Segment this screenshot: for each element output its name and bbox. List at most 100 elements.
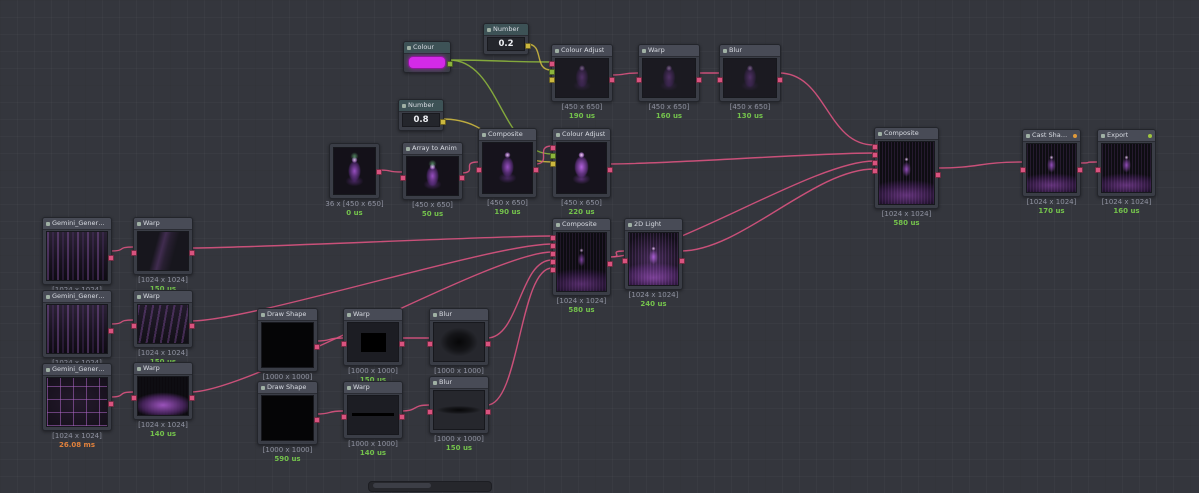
input-port[interactable] [427, 340, 433, 347]
wire-image[interactable] [315, 337, 344, 342]
node-warp-2[interactable]: Warp[1024 x 1024]150 us [131, 290, 195, 366]
node-composite-main[interactable]: Composite[1024 x 1024]580 us [872, 127, 941, 227]
node-colour[interactable]: Colour [403, 41, 453, 73]
wire-image[interactable] [534, 145, 553, 165]
node-gemini-image-3[interactable]: Gemini_Generated...[1024 x 1024]26.08 ms [42, 363, 114, 449]
node-blur-top[interactable]: Blur[450 x 650]130 us [717, 44, 783, 120]
node-header[interactable]: Array to Anim [403, 143, 462, 155]
wire-image[interactable] [680, 168, 875, 252]
input-port[interactable] [550, 235, 556, 241]
input-port[interactable] [1095, 166, 1101, 173]
input-port[interactable] [550, 153, 556, 159]
input-port[interactable] [1020, 166, 1026, 173]
output-port[interactable] [447, 60, 453, 67]
node-header[interactable]: Composite [479, 129, 536, 141]
input-port[interactable] [131, 394, 137, 401]
input-port[interactable] [341, 340, 347, 347]
node-header[interactable]: Colour Adjust [553, 129, 610, 141]
input-port[interactable] [550, 145, 556, 151]
wire-number[interactable] [526, 43, 552, 71]
number-value[interactable]: 0.8 [402, 113, 440, 127]
wire-image[interactable] [486, 259, 553, 339]
input-port[interactable] [549, 77, 555, 83]
input-port[interactable] [549, 69, 555, 75]
wire-image[interactable] [190, 235, 553, 249]
node-gemini-image-2[interactable]: Gemini_Generated...[1024 x 1024]22.93 ms [42, 290, 114, 376]
input-port[interactable] [400, 174, 406, 181]
wire-image[interactable] [190, 243, 553, 322]
node-blur-bottom[interactable]: Blur[1000 x 1000]150 us [427, 376, 491, 452]
horizontal-scrollbar[interactable] [368, 481, 492, 492]
node-header[interactable]: Colour Adjust [552, 45, 612, 57]
wire-image[interactable] [109, 246, 134, 252]
output-port[interactable] [485, 408, 491, 415]
node-header[interactable]: Warp [344, 309, 402, 321]
node-cast-shadow[interactable]: Cast Shadow[1024 x 1024]170 us [1020, 129, 1083, 215]
node-header[interactable]: Warp [344, 382, 402, 394]
node-header[interactable]: Cast Shadow [1023, 130, 1080, 142]
node-header[interactable]: Number [399, 100, 443, 112]
node-header[interactable]: Gemini_Generated... [43, 291, 111, 303]
input-port[interactable] [427, 408, 433, 415]
node-header[interactable]: Composite [875, 128, 938, 140]
output-port[interactable] [607, 260, 613, 267]
input-port[interactable] [550, 161, 556, 167]
output-port[interactable] [696, 76, 702, 83]
scrollbar-handle[interactable] [373, 483, 431, 488]
node-colour-adjust-1[interactable]: Colour Adjust[450 x 650]190 us [549, 44, 615, 120]
node-header[interactable]: Blur [430, 377, 488, 389]
node-warp-top[interactable]: Warp[450 x 650]160 us [636, 44, 702, 120]
output-port[interactable] [935, 171, 941, 178]
output-port[interactable] [189, 249, 195, 256]
input-port[interactable] [622, 257, 628, 264]
input-port[interactable] [131, 249, 137, 256]
node-header[interactable]: Colour [404, 42, 450, 54]
input-port[interactable] [550, 251, 556, 257]
node-header[interactable]: Warp [134, 291, 192, 303]
node-composite-center[interactable]: Composite[1024 x 1024]580 us [550, 218, 613, 314]
node-composite-small[interactable]: Composite[450 x 650]190 us [476, 128, 539, 216]
node-header[interactable]: Export [1098, 130, 1155, 142]
node-header[interactable]: Draw Shape [258, 382, 317, 394]
output-port[interactable] [189, 322, 195, 329]
input-port[interactable] [131, 322, 137, 329]
output-port[interactable] [314, 343, 320, 350]
node-header[interactable]: Gemini_Generated... [43, 364, 111, 376]
input-port[interactable] [636, 76, 642, 83]
wire-image[interactable] [936, 161, 1023, 169]
wire-image[interactable] [460, 161, 479, 174]
wire-image[interactable] [608, 152, 875, 165]
output-port[interactable] [399, 413, 405, 420]
number-value[interactable]: 0.2 [487, 37, 525, 51]
input-port[interactable] [872, 168, 878, 174]
output-port[interactable] [485, 340, 491, 347]
input-port[interactable] [717, 76, 723, 83]
node-light-2d[interactable]: 2D Light[1024 x 1024]240 us [622, 218, 685, 308]
node-gemini-image-1[interactable]: Gemini_Generated...[1024 x 1024]23.41 ms [42, 217, 114, 303]
wire-color[interactable] [448, 59, 552, 63]
input-port[interactable] [872, 144, 878, 150]
node-header[interactable]: Warp [639, 45, 699, 57]
node-header[interactable]: Draw Shape [258, 309, 317, 321]
color-swatch[interactable] [408, 56, 446, 69]
input-port[interactable] [872, 152, 878, 158]
node-header[interactable]: Number [484, 24, 528, 36]
wire-image[interactable] [486, 267, 553, 406]
output-port[interactable] [189, 394, 195, 401]
output-port[interactable] [108, 254, 114, 261]
input-port[interactable] [476, 166, 482, 173]
node-warp-bottom[interactable]: Warp[1000 x 1000]140 us [341, 381, 405, 457]
input-port[interactable] [549, 61, 555, 67]
node-header[interactable]: Warp [134, 363, 192, 375]
output-port[interactable] [376, 169, 382, 175]
output-port[interactable] [314, 416, 320, 423]
wire-image[interactable] [610, 72, 639, 76]
node-export[interactable]: Export[1024 x 1024]160 us [1095, 129, 1156, 215]
output-port[interactable] [609, 76, 615, 83]
input-port[interactable] [872, 160, 878, 166]
node-draw-shape-1[interactable]: Draw Shape[1000 x 1000]560 us [257, 308, 320, 390]
input-port[interactable] [550, 243, 556, 249]
node-warp-1[interactable]: Warp[1024 x 1024]150 us [131, 217, 195, 293]
node-blur-mid[interactable]: Blur[1000 x 1000]120 us [427, 308, 491, 384]
output-port[interactable] [1077, 166, 1083, 173]
